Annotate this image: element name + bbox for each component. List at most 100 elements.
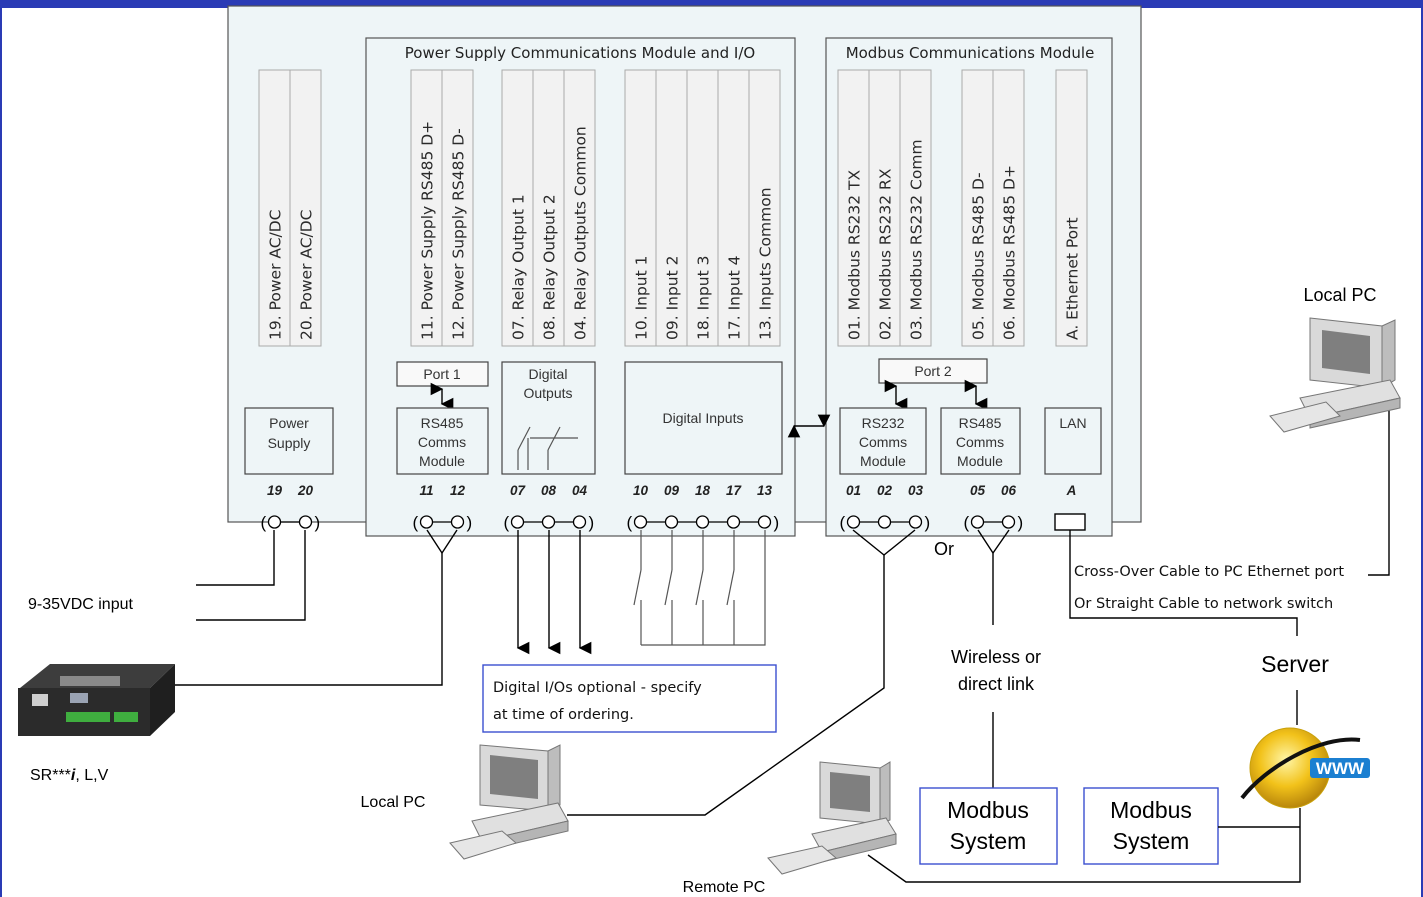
- vdc-input-label: 9-35VDC input: [28, 596, 134, 613]
- terminal-strip-relay-1: [532, 69, 565, 347]
- globe-to-network-wire: [867, 808, 1301, 883]
- terminal-connectors: ()()()()()(): [261, 513, 1024, 532]
- terminal-strip-modbus485-1: [992, 69, 1025, 347]
- terminal-strip-relay-0: [501, 69, 534, 347]
- terminal-label-relay-2: 04. Relay Outputs Common: [572, 126, 590, 340]
- rs485-to-sr-wire: [172, 553, 443, 686]
- connector-modbus485-0: [970, 515, 985, 529]
- pin-number-inputs-3: 17: [726, 483, 743, 498]
- terminal-strip-rs485-0: [410, 69, 443, 347]
- terminal-label-relay-0: 07. Relay Output 1: [510, 194, 528, 340]
- modbus-module-title: Modbus Communications Module: [846, 44, 1095, 62]
- connector-rs485-0: [419, 515, 434, 529]
- rs485-comms-label-1: RS485: [421, 415, 464, 431]
- connector-bracket-inputs-1: ): [774, 513, 780, 532]
- pin-number-power-1: 20: [297, 483, 314, 498]
- terminal-label-inputs-4: 13. Inputs Common: [757, 187, 775, 340]
- pin-number-rs232-1: 02: [877, 483, 893, 498]
- connector-rs232-1: [877, 515, 892, 529]
- pin-number-inputs-4: 13: [757, 483, 773, 498]
- connector-power-1: [298, 515, 313, 529]
- pin-number-inputs-0: 10: [633, 483, 649, 498]
- terminal-label-inputs-2: 18. Input 3: [695, 255, 713, 340]
- connector-bracket-power-1: ): [315, 513, 321, 532]
- terminal-strip-rs485-1: [441, 69, 474, 347]
- remote-pc-icon: [767, 761, 897, 875]
- terminal-label-rs232-2: 03. Modbus RS232 Comm: [908, 139, 926, 340]
- rs485-comms-label-3: Module: [419, 453, 465, 469]
- frame-left-edge: [0, 0, 2, 897]
- terminal-strip-modbus485-0: [961, 69, 994, 347]
- pin-number-relay-1: 08: [541, 483, 557, 498]
- connector-bracket-relay-0: (: [504, 513, 510, 532]
- pin-number-rs485-0: 11: [419, 483, 433, 498]
- connector-bracket-rs485-1: ): [467, 513, 473, 532]
- pin-number-rs232-2: 03: [908, 483, 924, 498]
- terminal-label-modbus485-1: 06. Modbus RS485 D+: [1001, 165, 1019, 340]
- digital-inputs-label: Digital Inputs: [663, 410, 744, 426]
- modbus-system-1-line1: Modbus: [947, 797, 1029, 823]
- remote-pc-label: Remote PC: [683, 879, 766, 896]
- sr-model-label: SR***i, L,V: [30, 767, 109, 784]
- connector-relay-2: [572, 515, 587, 529]
- digital-inputs-block: [624, 361, 783, 475]
- terminal-label-relay-1: 08. Relay Output 2: [541, 194, 559, 340]
- local-pc-right-icon: [1269, 317, 1401, 433]
- terminal-strip-rs232-0: [837, 69, 870, 347]
- top-bar: [0, 0, 1423, 8]
- local-pc-right-label: Local PC: [1303, 285, 1376, 305]
- connector-rs485-1: [450, 515, 465, 529]
- sr-controller-device: [18, 664, 175, 736]
- connector-rs232-2: [908, 515, 923, 529]
- rs485-comms-block: [396, 407, 489, 475]
- rs485-comms2-label-2: Comms: [956, 434, 1004, 450]
- connector-inputs-0: [633, 515, 648, 529]
- terminal-strip-rs232-2: [899, 69, 932, 347]
- pin-number-relay-0: 07: [510, 483, 527, 498]
- connector-inputs-2: [695, 515, 710, 529]
- digital-io-note-line2: at time of ordering.: [493, 707, 634, 723]
- globe-www-text: WWW: [1316, 759, 1365, 778]
- terminal-label-rs485-0: 11. Power Supply RS485 D+: [419, 121, 437, 340]
- rs232-comms-label-3: Module: [860, 453, 906, 469]
- terminal-label-power-1: 20. Power AC/DC: [298, 209, 316, 340]
- terminal-label-inputs-0: 10. Input 1: [633, 255, 651, 340]
- power-wire-20: [196, 530, 306, 621]
- pin-number-rs485-1: 12: [450, 483, 466, 498]
- power-wire-19: [196, 530, 275, 586]
- terminal-label-rs485-1: 12. Power Supply RS485 D-: [450, 128, 468, 340]
- lan-block: [1044, 407, 1102, 475]
- server-label: Server: [1261, 651, 1329, 677]
- terminal-strip-inputs-0: [624, 69, 657, 347]
- connector-bracket-modbus485-1: ): [1018, 513, 1024, 532]
- digital-input-switches: [633, 530, 766, 646]
- terminal-strip-inputs-2: [686, 69, 719, 347]
- frame-right-edge: [1421, 0, 1423, 897]
- connector-inputs-3: [726, 515, 741, 529]
- connector-bracket-rs485-0: (: [413, 513, 419, 532]
- straight-label: Or Straight Cable to network switch: [1074, 596, 1333, 612]
- or-label: Or: [934, 539, 954, 559]
- terminal-strip-power-1: [289, 69, 322, 347]
- www-globe-icon: WWW: [1240, 727, 1370, 809]
- power-supply-block: [244, 407, 334, 475]
- rs232-comms-label-2: Comms: [859, 434, 907, 450]
- rs485-comms-label-2: Comms: [418, 434, 466, 450]
- connector-bracket-power-0: (: [261, 513, 267, 532]
- pin-number-ethernet-0: A: [1066, 483, 1077, 498]
- port1-block: [396, 361, 489, 387]
- terminal-label-rs232-0: 01. Modbus RS232 TX: [846, 169, 864, 340]
- rs485-comms2-label-1: RS485: [959, 415, 1002, 431]
- crossover-to-pc-wire: [1368, 403, 1390, 576]
- pin-number-rs232-0: 01: [846, 483, 861, 498]
- terminal-strip-inputs-1: [655, 69, 688, 347]
- connector-bracket-relay-1: ): [589, 513, 595, 532]
- wireless-label-2: direct link: [958, 674, 1035, 694]
- rs232-comms-block: [839, 407, 927, 475]
- connector-bracket-modbus485-0: (: [964, 513, 970, 532]
- pin-number-inputs-1: 09: [664, 483, 680, 498]
- rs485-comms2-label-3: Module: [957, 453, 1003, 469]
- digital-io-note-line1: Digital I/Os optional - specify: [493, 680, 702, 696]
